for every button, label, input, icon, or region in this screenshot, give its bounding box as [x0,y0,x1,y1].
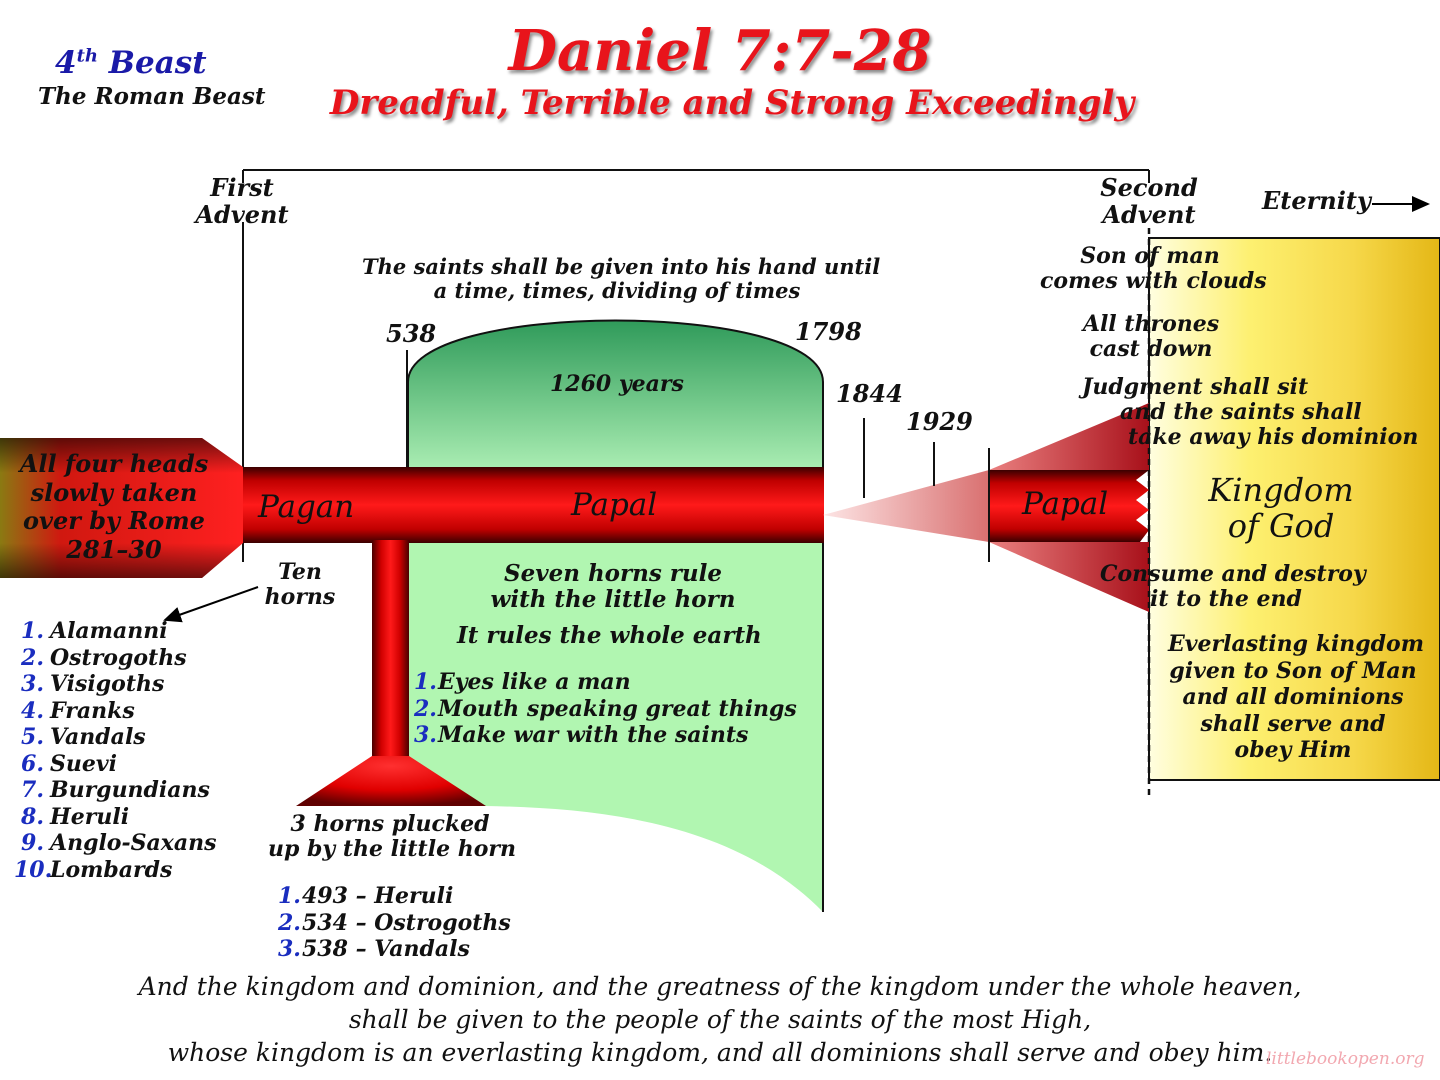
beast-tube [243,467,824,543]
first-advent-line1: First [210,173,274,202]
plucked-horns-list: 1.493 – Heruli 2.534 – Ostrogoths 3.538 … [278,883,511,963]
list-item: 5.Vandals [21,724,146,750]
everlasting-label: Everlasting kingdom given to Son of Man … [1168,631,1425,764]
judgment-line2: and the saints shall [1120,398,1362,425]
everlasting-line3: and all dominions [1182,684,1404,710]
page-title: Daniel 7:7-28 [508,18,932,84]
list-item: 1.493 – Heruli [278,883,454,909]
list-item: 3.Visigoths [21,671,165,697]
judgment-line3: take away his dominion [1128,423,1419,450]
saints-given-line1: The saints shall be given into his hand … [362,254,881,279]
year-1929: 1929 [906,407,973,436]
thrones-line2: cast down [1089,335,1213,362]
everlasting-line2: given to Son of Man [1169,657,1417,684]
consume-line2: it to the end [1150,585,1302,612]
saints-given-line2: a time, times, dividing of times [433,277,801,303]
verse-line3: whose kingdom is an everlasting kingdom,… [167,1038,1273,1067]
papal-tube-2 [989,470,1149,542]
list-item: 2.Mouth speaking great things [414,695,797,722]
list-item: 8.Heruli [21,803,130,830]
papal-label: Papal [571,487,658,523]
beast-subtitle: The Roman Beast [38,83,266,110]
verse-quote: And the kingdom and dominion, and the gr… [100,970,1340,1069]
saints-given-label: The saints shall be given into his hand … [362,254,881,303]
list-item: 2.534 – Ostrogoths [278,909,511,936]
verse-line2: shall be given to the people of the sain… [348,1005,1092,1034]
papal-funnel [823,470,989,542]
plucked-line1: 3 horns plucked [290,811,490,837]
list-item: 10.Lombards [14,856,173,883]
pagan-label: Pagan [258,489,355,525]
second-advent-label: Second Advent [1090,174,1208,228]
judgment-label: Judgment shall sit and the saints shall … [1082,375,1418,450]
kingdom-of-god-label: Kingdom of God [1186,472,1376,544]
list-item: 6.Suevi [21,750,118,777]
list-item: 1.Eyes like a man [414,669,631,695]
kingdom-block [1148,237,1440,781]
list-item: 7.Burgundians [21,777,210,803]
second-advent-line1: Second [1100,173,1198,202]
beast-title-number: 4 [55,45,77,81]
everlasting-line5: obey Him [1234,737,1352,763]
kingdom-of-god-line2: of God [1227,507,1335,545]
year-1798: 1798 [795,317,862,346]
ten-horns-arrow [163,586,259,623]
seven-horns-label: Seven horns rule with the little horn [480,561,746,613]
four-heads-line1: All four heads [19,449,209,478]
eternity-label: Eternity [1262,186,1371,215]
year-1844: 1844 [836,379,903,408]
everlasting-line1: Everlasting kingdom [1168,631,1425,657]
judgment-line1: Judgment shall sit [1082,374,1309,400]
consume-line1: Consume and destroy [1100,561,1366,587]
four-heads-line3: over by Rome [23,506,205,535]
second-advent-line2: Advent [1102,200,1196,230]
beast-title-suffix: th [76,45,98,67]
list-item: 9.Anglo-Saxans [21,830,217,856]
son-of-man-label: Son of man comes with clouds [1040,243,1267,294]
first-advent-line2: Advent [195,200,289,230]
list-item: 3.538 – Vandals [278,936,470,962]
beast-title-word: Beast [108,45,207,81]
thrones-label: All thrones cast down [1072,312,1230,362]
list-item: 4.Franks [21,697,135,724]
plucked-line2: up by the little horn [268,835,516,862]
beast-title: 4th Beast [55,45,207,81]
little-horn-stem [372,540,409,758]
list-item: 3.Make war with the saints [414,722,749,748]
first-advent-label: First Advent [190,174,294,228]
list-item: 1.Alamanni [21,618,168,644]
four-heads-label: All four heads slowly taken over by Rome… [14,449,214,564]
three-horns-base [296,756,486,806]
ten-horns-line1: Ten [278,559,322,585]
ten-horns-label: Ten horns [262,560,338,610]
year-538: 538 [386,319,437,348]
son-of-man-line1: Son of man [1080,243,1220,269]
seven-horns-line2: with the little horn [490,585,736,613]
little-horn-traits-list: 1.Eyes like a man 2.Mouth speaking great… [414,669,797,749]
four-heads-line4: 281–30 [66,534,162,564]
page-subtitle: Dreadful, Terrible and Strong Exceedingl… [329,83,1135,123]
consume-wedge [989,542,1149,612]
verse-line1: And the kingdom and dominion, and the gr… [138,972,1302,1001]
papal-green-region [408,543,823,912]
years-1260-label: 1260 years [550,371,684,397]
everlasting-line4: shall serve and [1200,710,1386,737]
watermark: littlebookopen.org [1266,1049,1425,1069]
consume-label: Consume and destroy it to the end [1100,562,1366,612]
list-item: 2.Ostrogoths [21,644,187,671]
ten-horns-list: 1.Alamanni 2.Ostrogoths 3.Visigoths 4.Fr… [14,618,217,883]
judgment-wedge [989,403,1149,470]
seven-horns-line1: Seven horns rule [503,560,723,587]
plucked-label: 3 horns plucked up by the little horn [268,811,516,862]
four-heads-line2: slowly taken [30,477,198,507]
kingdom-of-god-line1: Kingdom [1208,471,1354,509]
son-of-man-line2: comes with clouds [1040,267,1267,294]
papal-green-dome [407,319,824,469]
rules-earth-label: It rules the whole earth [457,622,762,649]
papal-label-2: Papal [1022,486,1109,522]
ten-horns-line2: horns [264,583,336,610]
advent-bracket [242,169,1150,183]
thrones-line1: All thrones [1082,311,1220,337]
